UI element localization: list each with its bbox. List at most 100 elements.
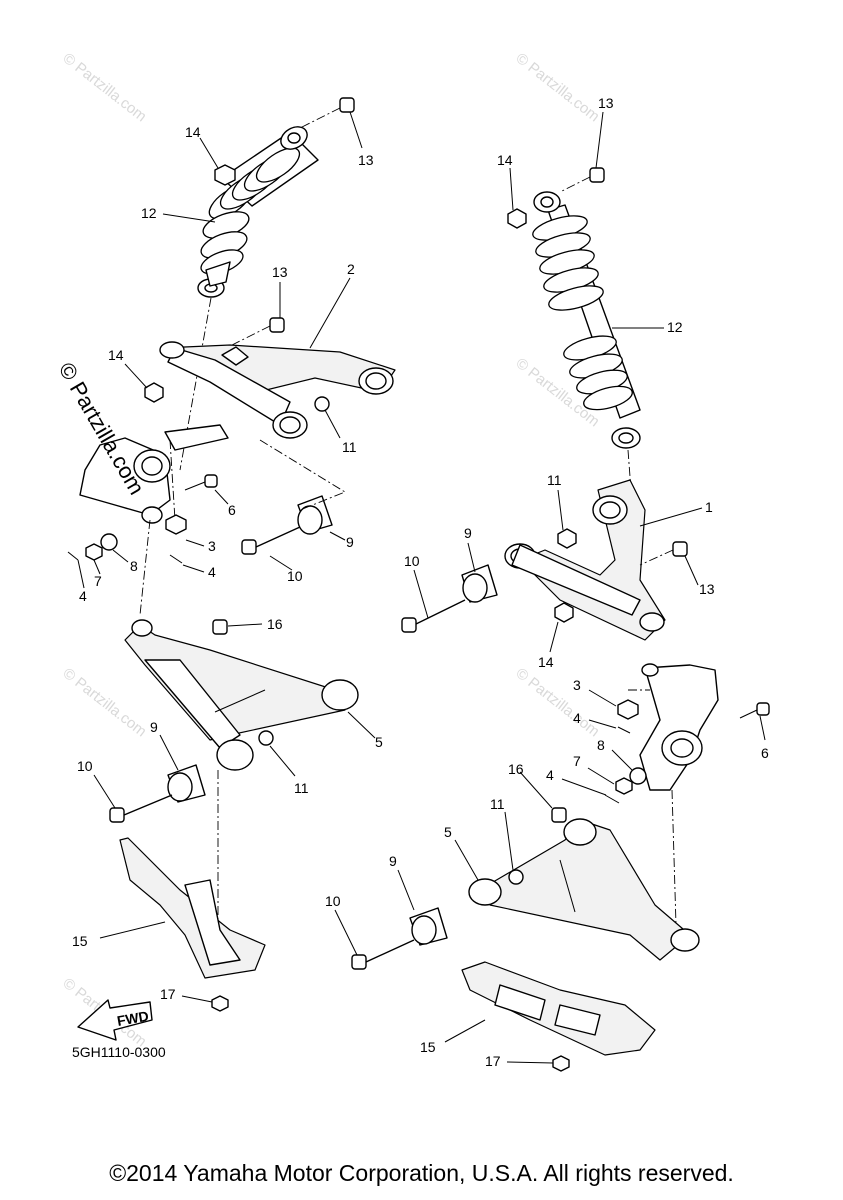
catalog-code: 5GH1110-0300 <box>72 1044 166 1060</box>
callout-8: 8 <box>130 558 138 574</box>
callout-11: 11 <box>294 780 309 796</box>
watermark: © Partzilla.com <box>60 665 150 741</box>
callout-10: 10 <box>287 568 303 584</box>
callout-15: 15 <box>420 1039 436 1055</box>
left-shock-nut <box>214 164 236 186</box>
left-lower-arm <box>124 619 359 771</box>
right-washer <box>629 767 647 785</box>
left-castle-nut <box>165 514 187 535</box>
callout-4: 4 <box>208 564 216 580</box>
watermark: © Partzilla.com <box>513 665 603 741</box>
left-shock-bolt <box>299 97 355 129</box>
left-upper-collar <box>314 396 330 412</box>
right-castle-nut <box>617 699 639 720</box>
watermark: © Partzilla.com <box>60 50 150 126</box>
right-knuckle-bolt <box>739 702 770 719</box>
left-lower-bushing <box>167 764 206 803</box>
callout-17: 17 <box>485 1053 501 1069</box>
right-guard-nut <box>552 1055 570 1072</box>
left-nut <box>85 543 103 561</box>
left-guard-nut <box>211 995 229 1012</box>
left-shock-absorber <box>197 126 319 298</box>
copyright-notice: ©2014 Yamaha Motor Corporation, U.S.A. A… <box>109 1160 734 1186</box>
right-upper-collar <box>557 528 577 549</box>
left-upper-arm-nut <box>144 382 164 403</box>
left-knuckle-bolt <box>184 474 218 491</box>
callout-5: 5 <box>375 734 383 750</box>
left-bushing-upper <box>297 495 333 535</box>
right-bushing-upper <box>461 564 498 603</box>
left-upper-arm-bolt <box>229 317 285 347</box>
callout-13: 13 <box>272 264 288 280</box>
callout-14: 14 <box>538 654 554 670</box>
right-upper-arm-nut <box>554 602 574 623</box>
callout-6: 6 <box>228 502 236 518</box>
left-washer <box>100 533 118 551</box>
callout-11: 11 <box>490 796 505 812</box>
callout-15: 15 <box>72 933 88 949</box>
left-skid-guard <box>119 837 266 979</box>
callout-4: 4 <box>573 710 581 726</box>
callout-14: 14 <box>185 124 201 140</box>
left-lower-long-bolt <box>109 794 173 823</box>
right-knuckle <box>639 663 719 791</box>
left-cotter-pin-a <box>169 554 183 564</box>
right-cotter-pin-b <box>604 794 620 804</box>
callout-6: 6 <box>761 745 769 761</box>
right-upper-arm-bolt <box>639 541 688 566</box>
right-upper-long-bolt <box>401 599 466 633</box>
callout-13: 13 <box>699 581 715 597</box>
left-lower-collar <box>258 730 274 746</box>
callout-5: 5 <box>444 824 452 840</box>
watermark: © Partzilla.com <box>513 50 603 126</box>
callout-17: 17 <box>160 986 176 1002</box>
callout-9: 9 <box>150 719 158 735</box>
callout-9: 9 <box>389 853 397 869</box>
callout-14: 14 <box>108 347 124 363</box>
callout-11: 11 <box>547 472 562 488</box>
callout-9: 9 <box>464 525 472 541</box>
callout-14: 14 <box>497 152 513 168</box>
callout-2: 2 <box>347 261 355 277</box>
fwd-label: FWD <box>116 1008 150 1029</box>
left-callouts: 14 13 12 13 2 14 11 6 3 9 4 8 7 4 10 16 … <box>72 111 383 1003</box>
callout-12: 12 <box>141 205 157 221</box>
right-lower-bolt <box>551 807 567 823</box>
callout-11: 11 <box>342 439 357 455</box>
right-cotter-pin-a <box>617 726 631 734</box>
left-upper-long-bolt <box>241 526 301 555</box>
right-upper-arm-1 <box>504 479 666 641</box>
right-shock-absorber <box>532 191 641 449</box>
callout-7: 7 <box>94 573 102 589</box>
callout-16: 16 <box>267 616 283 632</box>
callout-3: 3 <box>208 538 216 554</box>
right-shock-nut <box>507 208 527 229</box>
right-lower-collar <box>508 869 524 885</box>
callout-8: 8 <box>597 737 605 753</box>
right-lower-arm <box>468 818 700 961</box>
right-shock-bolt <box>559 167 605 193</box>
right-callouts: 13 14 12 11 1 9 10 13 14 3 4 8 6 7 16 4 … <box>325 95 769 1069</box>
callout-10: 10 <box>325 893 341 909</box>
callout-16: 16 <box>508 761 524 777</box>
callout-4: 4 <box>546 767 554 783</box>
fwd-arrow-icon: FWD <box>77 999 153 1041</box>
left-knuckle <box>79 424 229 524</box>
callout-9: 9 <box>346 534 354 550</box>
callout-13: 13 <box>358 152 374 168</box>
callout-12: 12 <box>667 319 683 335</box>
callout-3: 3 <box>573 677 581 693</box>
callout-10: 10 <box>404 553 420 569</box>
callout-10: 10 <box>77 758 93 774</box>
right-skid-guard <box>461 961 656 1056</box>
callout-1: 1 <box>705 499 713 515</box>
callout-7: 7 <box>573 753 581 769</box>
callout-4: 4 <box>79 588 87 604</box>
callout-13: 13 <box>598 95 614 111</box>
left-cotter-pin-b <box>67 551 79 561</box>
left-upper-arm <box>159 341 396 439</box>
right-nut <box>615 777 633 795</box>
left-lower-bolt <box>212 619 228 635</box>
right-lower-bushing <box>409 907 448 946</box>
